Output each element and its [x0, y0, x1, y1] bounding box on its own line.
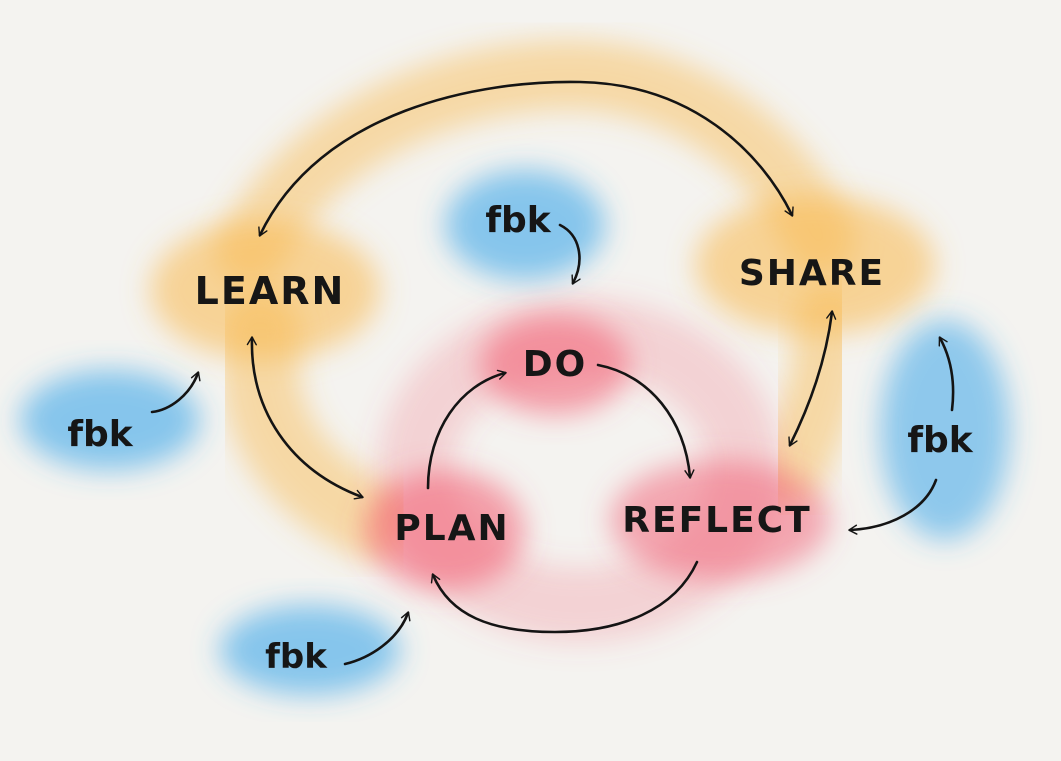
feedback-labels: fbk fbk fbk fbk: [67, 200, 973, 677]
red-wash-reflect: [610, 460, 830, 580]
arrow-fbk-right-reflect: [848, 478, 938, 535]
arrow-fbk-right-share: [938, 336, 955, 412]
arrow-do-reflect: [596, 363, 695, 479]
fbk-left-label: fbk: [67, 414, 133, 455]
node-share-label: SHARE: [739, 253, 885, 294]
node-labels: LEARN SHARE DO PLAN REFLECT: [195, 253, 885, 549]
watercolor-washes: [20, 40, 1010, 695]
orange-wash-learn: [150, 220, 380, 360]
orange-wash-share-reflect: [755, 285, 865, 505]
arrow-fbk-left-learn: [150, 371, 201, 414]
arrow-fbk-top-do: [558, 223, 581, 285]
fbk-top-label: fbk: [485, 200, 551, 241]
fbk-bottom-label: fbk: [265, 637, 328, 677]
node-learn-label: LEARN: [195, 269, 346, 313]
blue-wash-left-fbk: [20, 370, 200, 470]
orange-wash-top-arc: [215, 40, 855, 285]
arrow-plan-do: [426, 369, 507, 490]
fbk-right-label: fbk: [907, 420, 973, 461]
node-do-label: DO: [523, 344, 588, 385]
arrow-reflect-plan: [430, 560, 699, 634]
arrow-learn-share: [258, 80, 794, 237]
arrow-learn-plan: [246, 336, 364, 500]
node-plan-label: PLAN: [394, 508, 509, 549]
blue-wash-right-fbk: [880, 320, 1010, 540]
arrow-fbk-bottom-plan: [343, 611, 411, 666]
arrows: [150, 80, 955, 666]
orange-wash-learn-plan: [218, 290, 410, 560]
arrow-share-reflect: [788, 310, 837, 447]
red-wash-plan: [365, 470, 525, 590]
node-reflect-label: REFLECT: [622, 500, 811, 541]
blue-wash-bottom-fbk: [220, 605, 400, 695]
red-wash-do: [480, 315, 630, 415]
